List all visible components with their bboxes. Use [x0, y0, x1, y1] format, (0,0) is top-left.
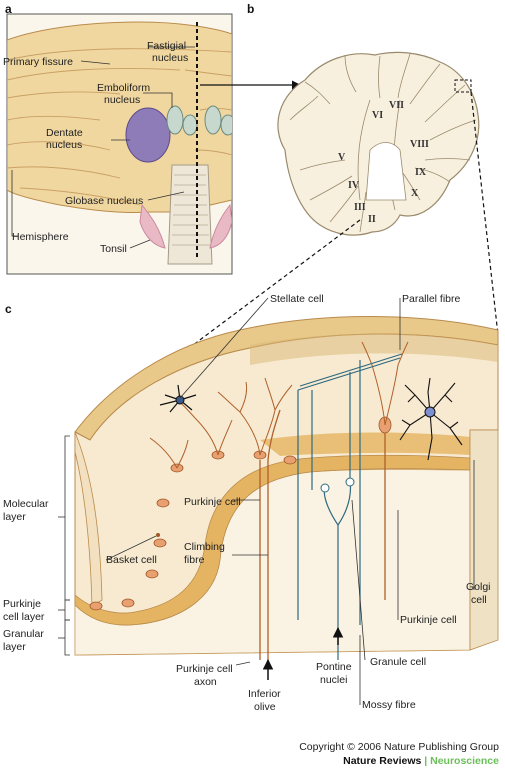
purkinje-layer-label-2: cell layer [3, 611, 45, 623]
dentate-label-1: Dentate [46, 127, 83, 139]
golgi-cell-shape [399, 377, 463, 461]
layer-brackets [58, 435, 70, 656]
panel-a-letter: a [5, 2, 12, 16]
parallel-fibres [297, 353, 403, 391]
primary-fissure-label: Primary fissure [3, 56, 73, 68]
dentate-label-2: nucleus [46, 139, 82, 151]
pontine-label-2: nuclei [320, 674, 347, 686]
panel-c-leaders [105, 297, 475, 705]
panel-b-letter: b [247, 2, 254, 16]
emboliform-label-2: nucleus [104, 94, 140, 106]
granule-cell-bodies [320, 477, 355, 493]
panel-c: c [3, 293, 499, 713]
fastigial-label-2: nucleus [152, 52, 188, 64]
tonsil-label: Tonsil [100, 243, 127, 255]
journal-field: Neuroscience [430, 755, 499, 767]
journal-separator: | [424, 755, 428, 767]
purkinje-axon-label-1: Purkinje cell [176, 663, 233, 675]
brainstem-striations [172, 174, 210, 246]
climbing-fibre-label-1: Climbing [184, 541, 225, 553]
copyright-line: Copyright © 2006 Nature Publishing Group [299, 741, 499, 754]
globose-label: Globase nucleus [65, 195, 143, 207]
purkinje-axon-label-2: axon [194, 676, 217, 688]
granular-layer-label-2: layer [3, 641, 26, 653]
panel-b: b VII VI V VIII IX X IV III II [247, 2, 480, 236]
lobule-labels: VII VI V VIII IX X IV III II [338, 100, 429, 225]
purkinje-cell-inner-label: Purkinje cell [184, 496, 241, 508]
journal-line: Nature Reviews | Neuroscience [343, 755, 499, 768]
inferior-olive-label-2: olive [254, 701, 276, 713]
lobule-x: X [411, 188, 419, 199]
basket-cell-label: Basket cell [106, 554, 157, 566]
molecular-layer-label-2: layer [3, 511, 26, 523]
granule-cell-label: Granule cell [370, 656, 426, 668]
lobule-iv: IV [348, 180, 360, 191]
hemisphere-label: Hemisphere [12, 231, 69, 243]
lobule-iii: III [354, 202, 366, 213]
granular-layer-label-1: Granular [3, 628, 44, 640]
purkinje-axons [259, 433, 386, 660]
brainstem [167, 164, 213, 265]
lobule-viii: VIII [410, 139, 429, 150]
purkinje-cell-right-label: Purkinje cell [400, 614, 457, 626]
parallel-fibre-label: Parallel fibre [402, 293, 461, 305]
climbing-fibre-label-2: fibre [184, 554, 205, 566]
tonsil-shape [139, 203, 232, 249]
stellate-cell-shape [159, 384, 197, 413]
folia-lines [7, 48, 232, 206]
lobule-ix: IX [415, 167, 427, 178]
panel-a: a Primary fissure Fastigial nucleus Embo… [3, 2, 233, 275]
fourth-ventricle [365, 142, 407, 201]
fastigial-label-1: Fastigial [147, 40, 186, 52]
basket-cell-shape [156, 533, 160, 537]
molecular-layer-label-1: Molecular [3, 498, 49, 510]
parallel-fibre-strip [250, 333, 498, 365]
lobule-ii: II [368, 214, 376, 225]
golgi-cell-label-1: Golgi [466, 581, 491, 593]
lobule-v: V [338, 152, 346, 163]
climbing-fibre [267, 409, 281, 660]
lobule-vii: VII [389, 100, 404, 111]
deep-nuclei [166, 105, 232, 136]
right-purkinje-strip [260, 432, 498, 460]
journal-name: Nature Reviews [343, 755, 422, 767]
panel-c-letter: c [5, 302, 12, 316]
inferior-olive-label-1: Inferior [248, 688, 281, 700]
lobule-vi: VI [372, 110, 383, 121]
golgi-cell-label-2: cell [471, 594, 487, 606]
dentate-nucleus-shape [125, 107, 171, 163]
inset-box [454, 79, 472, 93]
emboliform-label-1: Emboliform [97, 82, 150, 94]
mossy-fibre-label: Mossy fibre [362, 699, 416, 711]
stellate-cell-label: Stellate cell [270, 293, 324, 305]
copyright-text: Copyright © 2006 Nature Publishing Group [299, 741, 499, 753]
block-side [469, 429, 499, 651]
pontine-label-1: Pontine [316, 661, 352, 673]
panel-a-leaders [11, 46, 195, 249]
purkinje-layer-label-1: Purkinje [3, 598, 41, 610]
